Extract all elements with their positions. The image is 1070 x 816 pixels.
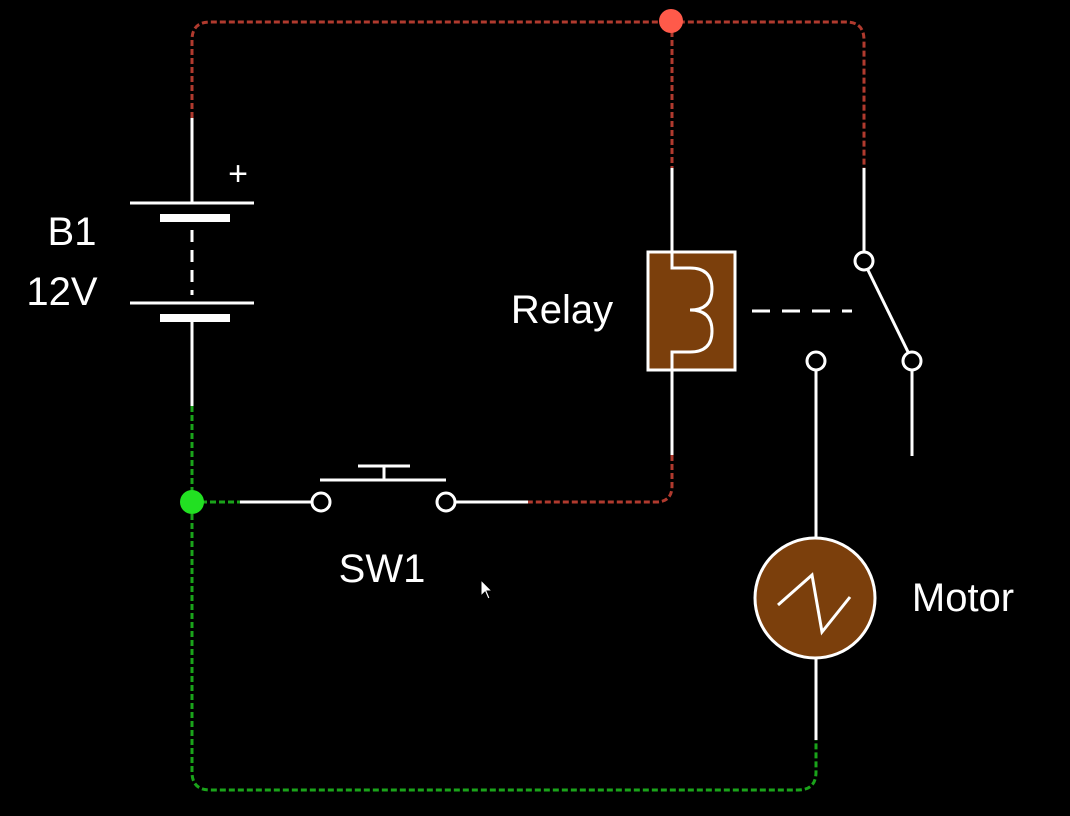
relay-coil-winding [670, 252, 714, 370]
positive-wires [190, 20, 866, 504]
battery-plate-short-2 [160, 314, 230, 322]
component-leads [190, 118, 914, 740]
junction-positive[interactable] [659, 9, 683, 33]
motor-label: Motor [912, 576, 1014, 620]
relay-contacts[interactable] [805, 250, 923, 372]
battery-voltage-label: 12V [26, 270, 97, 314]
negative-wires [190, 406, 818, 792]
battery-symbol[interactable] [130, 201, 254, 322]
relay-contact-nc [901, 350, 923, 372]
switch-contact-right [435, 491, 457, 513]
motor-symbol[interactable] [753, 536, 877, 660]
wire-battery-top[interactable] [190, 20, 866, 168]
switch-contact-left [310, 491, 332, 513]
battery-name-label: B1 [48, 210, 97, 254]
wire-relay-coil-bottom[interactable] [528, 455, 674, 504]
relay-contact-no [805, 350, 827, 372]
relay-coil[interactable] [646, 250, 737, 372]
motor-zigzag-icon [777, 572, 852, 636]
mouse-pointer-icon [480, 578, 494, 600]
switch-label: SW1 [339, 547, 426, 591]
junction-negative[interactable] [180, 490, 204, 514]
battery-plate-short-1 [160, 214, 230, 222]
relay-contact-arm [862, 261, 912, 357]
wire-battery-bottom[interactable] [190, 406, 818, 792]
relay-label: Relay [511, 288, 613, 332]
switch-sw1[interactable] [310, 464, 457, 513]
battery-polarity-label: + [228, 155, 248, 193]
relay-contact-common [853, 250, 875, 272]
